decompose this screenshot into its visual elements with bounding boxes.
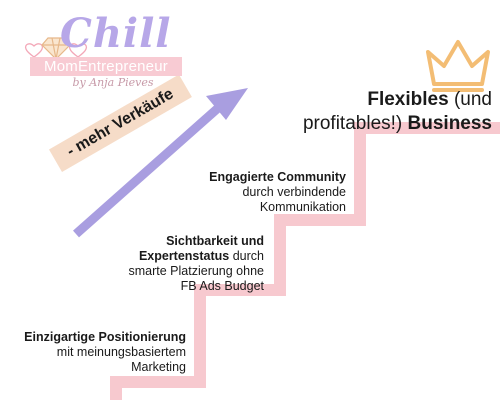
step-title: Engagierte Community xyxy=(209,170,346,184)
step-text-line: durch verbindende xyxy=(242,185,346,199)
arrow-head-icon xyxy=(206,88,248,120)
goal-bold-2: Business xyxy=(407,113,492,134)
step-title: Einzigartige Positionierung xyxy=(24,330,186,344)
goal-text-2: profitables!) xyxy=(302,113,408,134)
logo-subtitle: MomEntrepreneur xyxy=(44,58,168,75)
step-text-line: durch xyxy=(229,249,264,263)
step-text-line: smarte Platzierung ohne xyxy=(128,264,265,278)
step-text-line: FB Ads Budget xyxy=(180,279,264,293)
diamond-icon xyxy=(41,37,71,60)
logo-band xyxy=(30,57,182,76)
step-positioning: Einzigartige Positionierung mit meinungs… xyxy=(6,330,186,375)
step-title: Expertenstatus xyxy=(138,249,230,263)
logo-byline: by Anja Pieves xyxy=(72,76,154,89)
step-title: Sichtbarkeit und xyxy=(166,234,264,248)
staircase-line xyxy=(110,122,500,400)
arrow-shaft xyxy=(73,97,229,238)
goal-heading: Flexibles (und profitables!) Business xyxy=(272,88,492,136)
step-community: Engagierte Community durch verbindende K… xyxy=(166,170,346,215)
goal-text-1: (und xyxy=(448,89,492,110)
heart-icon xyxy=(24,43,44,58)
step-visibility: Sichtbarkeit und Expertenstatus durch sm… xyxy=(94,234,265,294)
step-text-line: Marketing xyxy=(131,360,186,374)
goal-bold-1: Flexibles xyxy=(367,89,449,110)
step-text-line: mit meinungsbasiertem xyxy=(56,345,186,359)
logo-title: Chill xyxy=(60,10,172,57)
step-text-line: Kommunikation xyxy=(259,200,346,214)
